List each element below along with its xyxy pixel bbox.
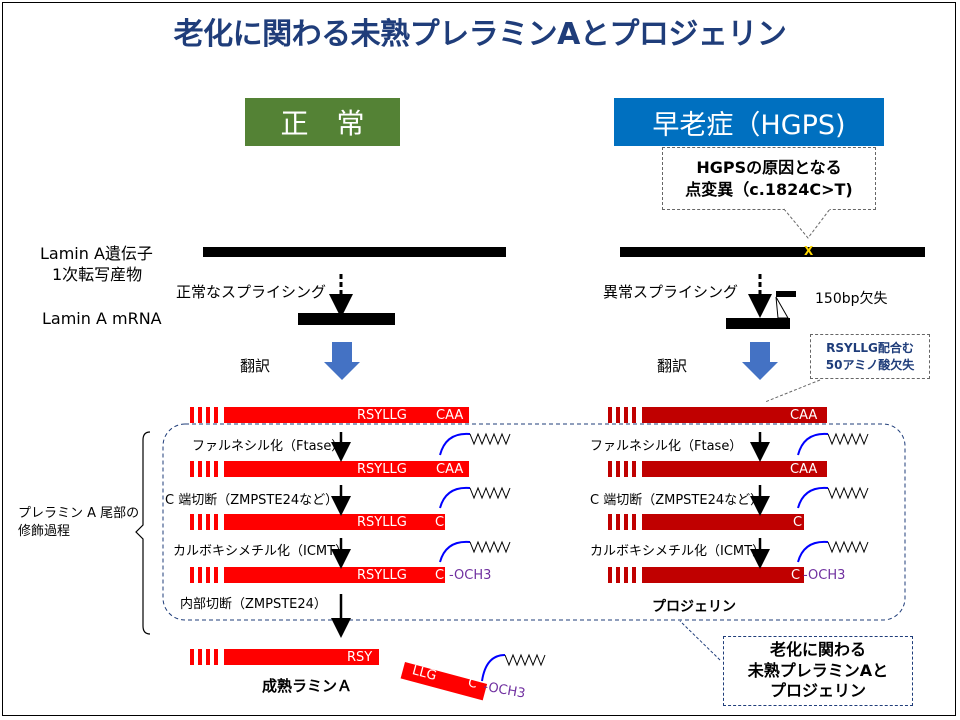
process-label-line2: 修飾過程 — [18, 524, 71, 539]
normal-step-ftase: ファルネシル化（Ftase） — [192, 439, 345, 454]
hgps-row2-caa: CAA — [790, 462, 818, 477]
deletion-callout-line2: 50アミノ酸欠失 — [825, 357, 915, 372]
normal-row2-seq: RSYLLG — [357, 462, 407, 477]
normal-translation-arrow — [324, 342, 360, 380]
summary-callout-line1: 老化に関わる — [769, 639, 866, 659]
hgps-deletion-label: 150bp欠失 — [815, 291, 888, 307]
normal-mrna-bar — [298, 313, 395, 325]
normal-row3-c: C — [435, 515, 445, 530]
hgps-mrna-bar — [726, 318, 790, 329]
mutation-callout-line1: HGPSの原因となる — [696, 157, 842, 177]
page-title: 老化に関わる未熟プレラミンAとプロジェリン — [173, 17, 787, 52]
fragment-bar — [400, 662, 488, 701]
deletion-marker — [776, 291, 796, 297]
hgps-step-icmt: カルボキシメチル化（ICMT） — [590, 544, 766, 559]
summary-callout-line3: プロジェリン — [769, 681, 866, 701]
normal-row2-caa: CAA — [436, 462, 464, 477]
normal-step-internal: 内部切断（ZMPSTE24） — [180, 597, 327, 612]
deletion-callout-line1: RSYLLG配合む — [826, 341, 914, 356]
hgps-row1-caa: CAA — [790, 408, 818, 423]
normal-header: 正 常 — [245, 98, 400, 146]
normal-row4-c: C — [435, 568, 445, 583]
normal-step-icmt: カルボキシメチル化（ICMT） — [173, 544, 349, 559]
deletion-callout-pointer — [764, 379, 821, 403]
hgps-translation-arrow — [742, 342, 778, 380]
normal-row1-caa: CAA — [436, 408, 464, 423]
hgps-farnesyl-groups — [797, 432, 869, 563]
process-label-line1: プレラミン A 尾部の — [18, 506, 140, 521]
normal-translation-label: 翻訳 — [240, 357, 271, 375]
mrna-label: Lamin A mRNA — [42, 309, 162, 328]
hgps-protein-rows — [608, 407, 827, 583]
hgps-splicing-label: 異常スプライシング — [603, 283, 739, 301]
normal-gene-bar — [203, 247, 506, 257]
normal-protein-rows — [190, 407, 469, 665]
normal-splicing-label: 正常なスプライシング — [176, 283, 327, 301]
hgps-translation-label: 翻訳 — [657, 357, 688, 375]
hgps-row3-c: C — [793, 515, 803, 530]
hgps-header: 早老症（HGPS) — [614, 98, 884, 146]
progerin-label: プロジェリン — [652, 599, 736, 615]
summary-callout-pointer — [679, 620, 721, 661]
gene-label-line1: Lamin A遺伝子 — [40, 244, 153, 263]
deletion-callout: RSYLLG配合む 50アミノ酸欠失 — [810, 334, 930, 379]
summary-callout-line2: 未熟プレラミンAと — [747, 660, 889, 680]
normal-row4-seq: RSYLLG — [357, 568, 407, 583]
hgps-step-ftase: ファルネシル化（Ftase） — [590, 439, 743, 454]
mutation-mark: X — [804, 244, 814, 258]
hgps-step-cleave: C 端切断（ZMPSTE24など） — [590, 493, 764, 508]
summary-callout: 老化に関わる 未熟プレラミンAと プロジェリン — [723, 636, 913, 706]
deletion-wedge — [775, 296, 789, 319]
process-bracket — [135, 431, 151, 635]
normal-farnesyl-groups — [439, 432, 546, 682]
gene-label-line2: 1次転写産物 — [52, 265, 143, 284]
normal-row3-seq: RSYLLG — [357, 515, 407, 530]
hgps-row4-c: C — [791, 568, 801, 583]
mutation-callout: HGPSの原因となる 点変異（c.1824C>T) — [662, 147, 876, 210]
mutation-callout-pointer — [783, 208, 831, 239]
hgps-gene-bar — [620, 247, 925, 257]
normal-step-cleave: C 端切断（ZMPSTE24など） — [165, 493, 339, 508]
mature-seq: RSY — [347, 650, 373, 665]
normal-row1-seq: RSYLLG — [357, 408, 407, 423]
process-region — [162, 423, 906, 621]
hgps-och3: -OCH3 — [803, 568, 846, 583]
mature-label: 成熟ラミンＡ — [262, 677, 353, 695]
normal-och3: -OCH3 — [449, 568, 492, 583]
mutation-callout-line2: 点変異（c.1824C>T) — [685, 179, 853, 199]
